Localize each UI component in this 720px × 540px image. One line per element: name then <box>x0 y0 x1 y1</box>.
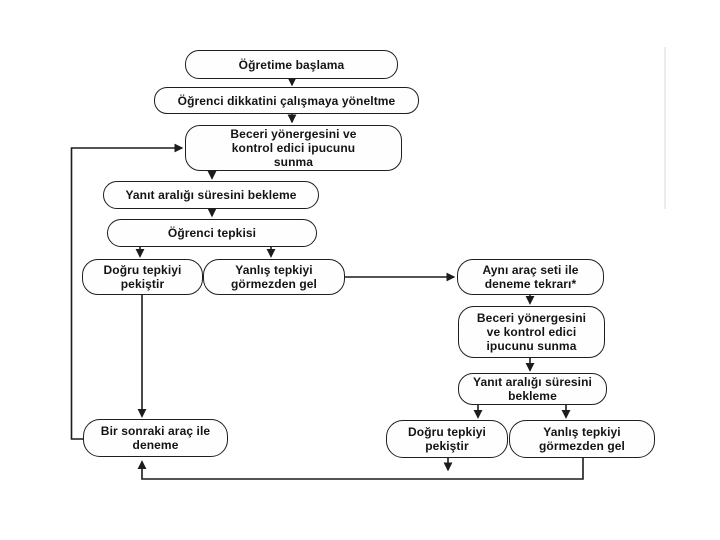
node-retry-same-set-label: deneme tekrarı* <box>484 277 577 291</box>
node-start-label: Öğretime başlama <box>238 57 345 72</box>
node-instruction-cue-2-label: ipucunu sunma <box>486 339 577 353</box>
node-instruction-cue-2-label: Beceri yönergesini <box>476 311 587 325</box>
node-attention: Öğrenci dikkatini çalışmaya yöneltme <box>154 87 419 114</box>
node-student-response-label: Öğrenci tepkisi <box>167 226 257 240</box>
node-wait-interval-2-label: Yanıt aralığı süresini <box>473 375 592 389</box>
edge-wrong2-nexttrial-loop <box>137 458 584 480</box>
node-reinforce-correct: Doğru tepkiyi pekiştir <box>82 259 203 295</box>
node-next-tool-trial-label: Bir sonraki araç ile <box>100 424 211 438</box>
node-wait-interval-label: Yanıt aralığı süresini bekleme <box>125 188 297 202</box>
node-next-tool-trial: Bir sonraki araç ile deneme <box>83 419 228 457</box>
node-ignore-wrong-2: Yanlış tepkiyi görmezden gel <box>509 420 655 458</box>
node-ignore-wrong-label: görmezden gel <box>231 277 317 291</box>
node-reinforce-correct-2-label: pekiştir <box>425 439 469 453</box>
node-wait-interval-2-label: bekleme <box>508 389 557 403</box>
node-ignore-wrong-2-label: Yanlış tepkiyi <box>543 425 621 439</box>
node-next-tool-trial-label: deneme <box>132 438 179 452</box>
node-instruction-cue-2-label: ve kontrol edici <box>486 325 577 339</box>
node-reinforce-correct-label: Doğru tepkiyi <box>103 263 182 277</box>
edge-nexttrial-instruction-loop <box>70 143 184 440</box>
node-attention-label: Öğrenci dikkatini çalışmaya yöneltme <box>177 93 396 108</box>
node-instruction-cue-label: kontrol edici ipucunu <box>231 141 356 155</box>
node-instruction-cue: Beceri yönergesini ve kontrol edici ipuc… <box>185 125 402 171</box>
node-retry-same-set: Aynı araç seti ile deneme tekrarı* <box>457 259 604 295</box>
node-instruction-cue-2: Beceri yönergesini ve kontrol edici ipuc… <box>458 306 605 358</box>
node-instruction-cue-label: Beceri yönergesini ve <box>230 127 357 141</box>
node-start: Öğretime başlama <box>185 50 398 79</box>
node-reinforce-correct-2-label: Doğru tepkiyi <box>408 425 486 439</box>
node-reinforce-correct-2: Doğru tepkiyi pekiştir <box>386 420 508 458</box>
node-student-response: Öğrenci tepkisi <box>107 219 317 247</box>
node-ignore-wrong: Yanlış tepkiyi görmezden gel <box>203 259 345 295</box>
node-ignore-wrong-2-label: görmezden gel <box>539 439 625 453</box>
node-ignore-wrong-label: Yanlış tepkiyi <box>235 263 313 277</box>
node-retry-same-set-label: Aynı araç seti ile <box>482 263 579 277</box>
node-wait-interval-2: Yanıt aralığı süresini bekleme <box>458 373 607 405</box>
node-instruction-cue-label: sunma <box>273 155 314 169</box>
node-wait-interval: Yanıt aralığı süresini bekleme <box>103 181 319 209</box>
node-reinforce-correct-label: pekiştir <box>120 277 165 291</box>
